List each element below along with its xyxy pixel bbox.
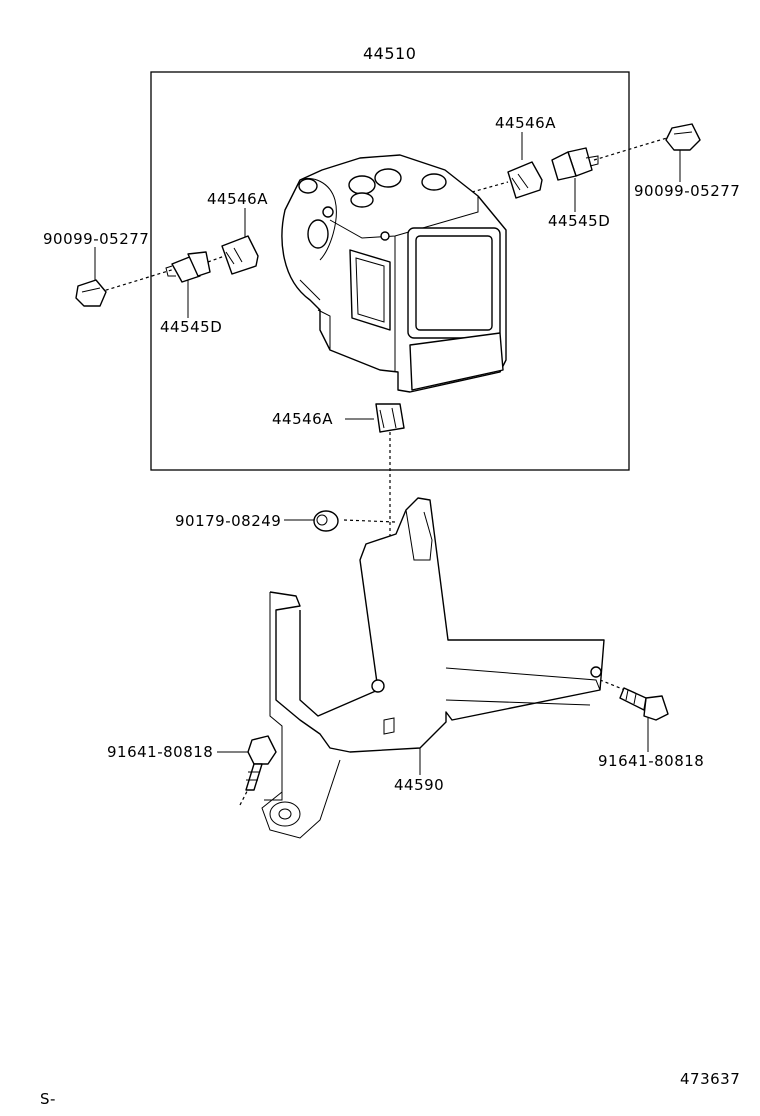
- label-91641-right: 91641-80818: [598, 752, 705, 770]
- label-44546a-left: 44546A: [207, 190, 268, 208]
- assembly-label: 44510: [363, 44, 417, 63]
- bushing-icon: [313, 510, 339, 532]
- bracket-icon: [261, 497, 605, 839]
- collar-icon: [551, 147, 599, 181]
- label-90099-right: 90099-05277: [634, 182, 741, 200]
- grommet-icon: [507, 161, 543, 199]
- leader-lines: [94, 132, 681, 775]
- label-44546a-top: 44546A: [495, 114, 556, 132]
- footer-drawing-number: 473637: [680, 1070, 741, 1088]
- grommet-icon: [375, 403, 405, 433]
- label-90179: 90179-08249: [175, 512, 282, 530]
- label-44545d-right: 44545D: [548, 212, 611, 230]
- collar-icon: [165, 251, 211, 283]
- bolt-icon: [245, 735, 277, 791]
- label-44546a-bottom: 44546A: [272, 410, 333, 428]
- label-44545d-left: 44545D: [160, 318, 223, 336]
- label-44590: 44590: [394, 776, 445, 794]
- flange-nut-icon: [75, 279, 107, 307]
- grommet-icon: [221, 235, 259, 275]
- abs-actuator-icon: [281, 154, 507, 393]
- bolt-icon: [619, 687, 669, 721]
- footer-left-code: S-: [40, 1090, 56, 1108]
- label-91641-left: 91641-80818: [107, 743, 214, 761]
- label-90099-left: 90099-05277: [43, 230, 150, 248]
- flange-nut-icon: [665, 123, 701, 151]
